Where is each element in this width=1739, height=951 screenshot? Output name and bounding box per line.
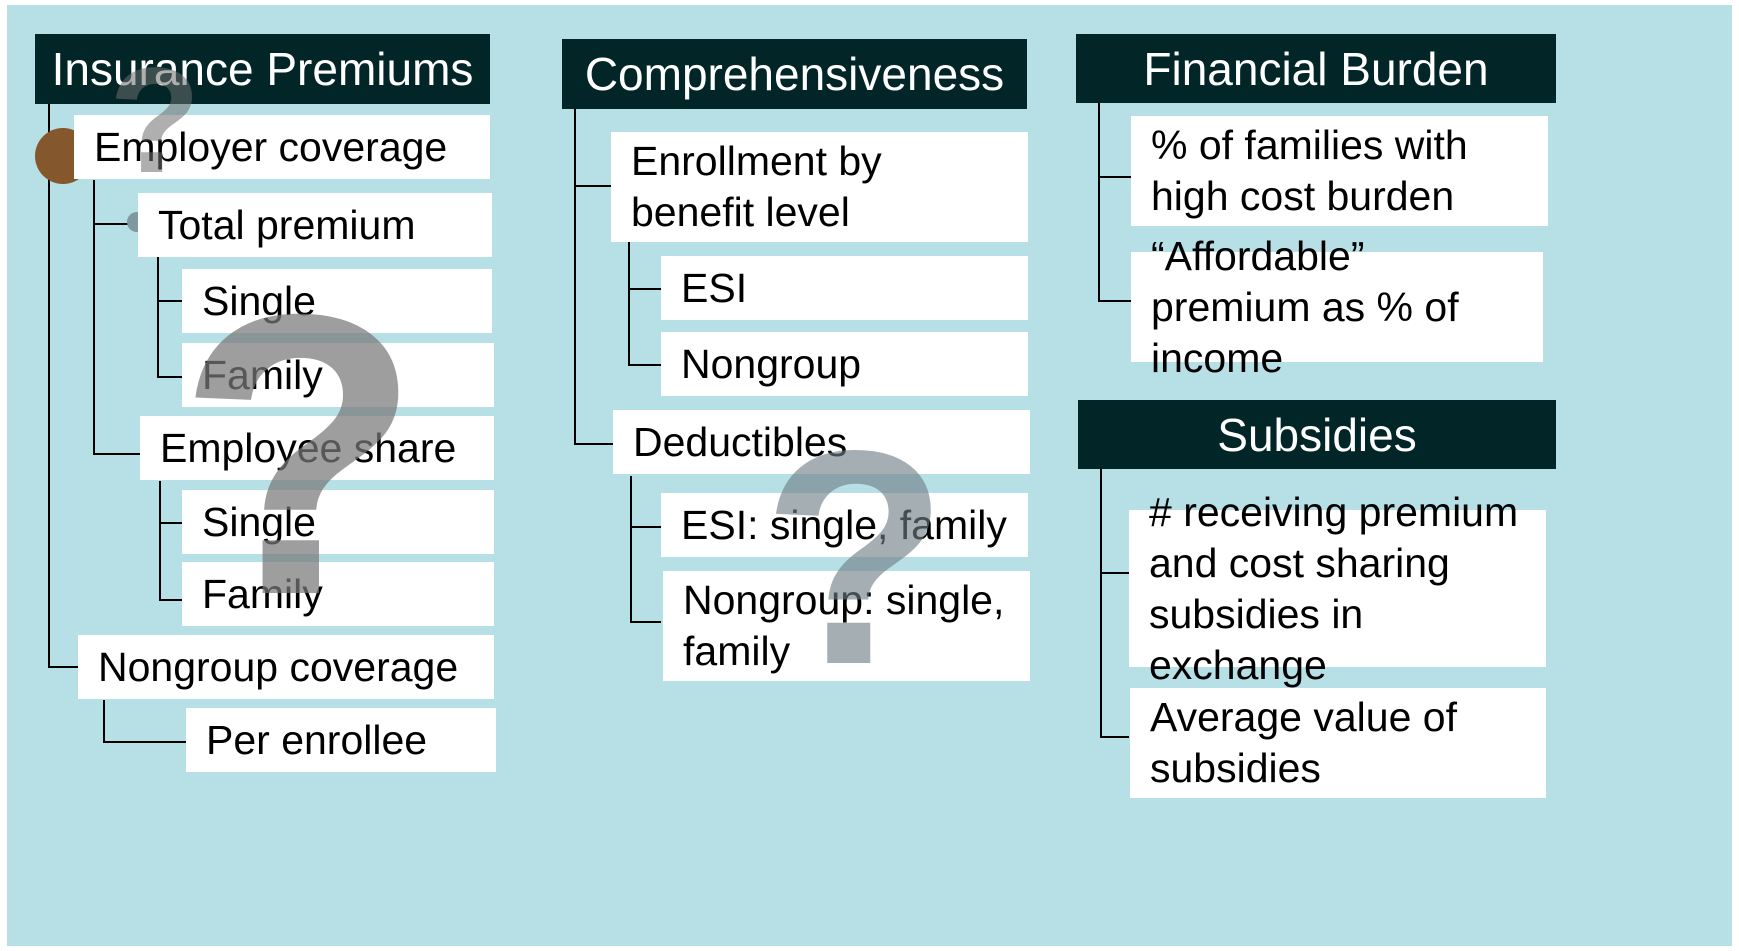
- enrollment-by-benefit-level-box: Enrollment by benefit level: [611, 132, 1028, 242]
- connector-line: [630, 476, 632, 622]
- connector-line: [628, 364, 661, 366]
- connector-line: [48, 104, 50, 667]
- enrollment-esi-label: ESI: [681, 264, 748, 311]
- connector-line: [1100, 736, 1129, 738]
- connector-line: [93, 180, 95, 454]
- nongroup-deductibles-label: Nongroup: single, family: [683, 577, 1005, 674]
- connector-line: [93, 453, 140, 455]
- employee-share-label: Employee share: [160, 424, 457, 471]
- connector-line: [159, 522, 182, 524]
- total-premium-single-box: Single: [182, 269, 492, 333]
- deductibles-box: Deductibles: [613, 410, 1030, 474]
- employer-coverage-box: Employer coverage: [74, 115, 490, 179]
- connector-line: [103, 700, 105, 742]
- connector-line: [628, 242, 630, 365]
- diagram-canvas: Insurance Premiums Employer coverage Tot…: [7, 5, 1732, 946]
- connector-line: [574, 185, 611, 187]
- enrollment-esi-box: ESI: [661, 256, 1028, 320]
- total-premium-family-label: Family: [202, 351, 323, 398]
- connector-line: [630, 526, 661, 528]
- total-premium-family-box: Family: [182, 343, 494, 407]
- employee-share-single-box: Single: [182, 490, 494, 554]
- employer-coverage-label: Employer coverage: [94, 123, 448, 170]
- employee-share-family-box: Family: [182, 562, 494, 626]
- connector-line: [93, 223, 138, 225]
- enrollment-nongroup-label: Nongroup: [681, 340, 862, 387]
- connector-line: [103, 741, 186, 743]
- connector-line: [157, 257, 159, 377]
- connector-line: [1100, 572, 1129, 574]
- subsidies-header: Subsidies: [1078, 400, 1556, 469]
- per-enrollee-box: Per enrollee: [186, 708, 496, 772]
- connector-line: [48, 666, 78, 668]
- connector-line: [157, 376, 182, 378]
- connector-line: [159, 481, 161, 600]
- connector-line: [1098, 300, 1131, 302]
- enrollment-by-benefit-level-label: Enrollment by benefit level: [631, 138, 882, 235]
- connector-line: [1100, 469, 1102, 737]
- enrollment-nongroup-box: Nongroup: [661, 332, 1028, 396]
- connector-line: [157, 300, 182, 302]
- employee-share-family-label: Family: [202, 570, 323, 617]
- average-subsidy-value-label: Average value of subsidies: [1150, 694, 1457, 791]
- connector-line: [628, 288, 661, 290]
- total-premium-single-label: Single: [202, 277, 316, 324]
- nongroup-coverage-box: Nongroup coverage: [78, 635, 494, 699]
- deductibles-label: Deductibles: [633, 418, 848, 465]
- total-premium-label: Total premium: [158, 201, 416, 248]
- employee-share-single-label: Single: [202, 498, 316, 545]
- esi-deductibles-box: ESI: single, family: [661, 493, 1028, 557]
- affordable-premium-label: “Affordable” premium as % of income: [1151, 232, 1459, 381]
- average-subsidy-value-box: Average value of subsidies: [1130, 688, 1546, 798]
- per-enrollee-label: Per enrollee: [206, 716, 428, 763]
- total-premium-box: Total premium: [138, 193, 492, 257]
- esi-deductibles-label: ESI: single, family: [681, 501, 1007, 548]
- insurance-premiums-header: Insurance Premiums: [35, 34, 490, 104]
- subsidy-recipients-label: # receiving premium and cost sharing sub…: [1149, 488, 1519, 688]
- financial-burden-header: Financial Burden: [1076, 34, 1556, 103]
- employee-share-box: Employee share: [140, 416, 494, 480]
- connector-line: [159, 599, 182, 601]
- connector-line: [574, 109, 576, 444]
- nongroup-coverage-label: Nongroup coverage: [98, 643, 459, 690]
- subsidy-recipients-box: # receiving premium and cost sharing sub…: [1129, 489, 1546, 688]
- connector-line: [574, 443, 613, 445]
- comprehensiveness-header: Comprehensiveness: [562, 39, 1027, 109]
- high-cost-burden-box: % of families with high cost burden: [1131, 116, 1548, 226]
- high-cost-burden-label: % of families with high cost burden: [1151, 122, 1468, 219]
- connector-line: [1098, 176, 1131, 178]
- affordable-premium-box: “Affordable” premium as % of income: [1131, 233, 1543, 381]
- connector-line: [1098, 103, 1100, 301]
- connector-line: [630, 621, 661, 623]
- nongroup-deductibles-box: Nongroup: single, family: [663, 571, 1030, 681]
